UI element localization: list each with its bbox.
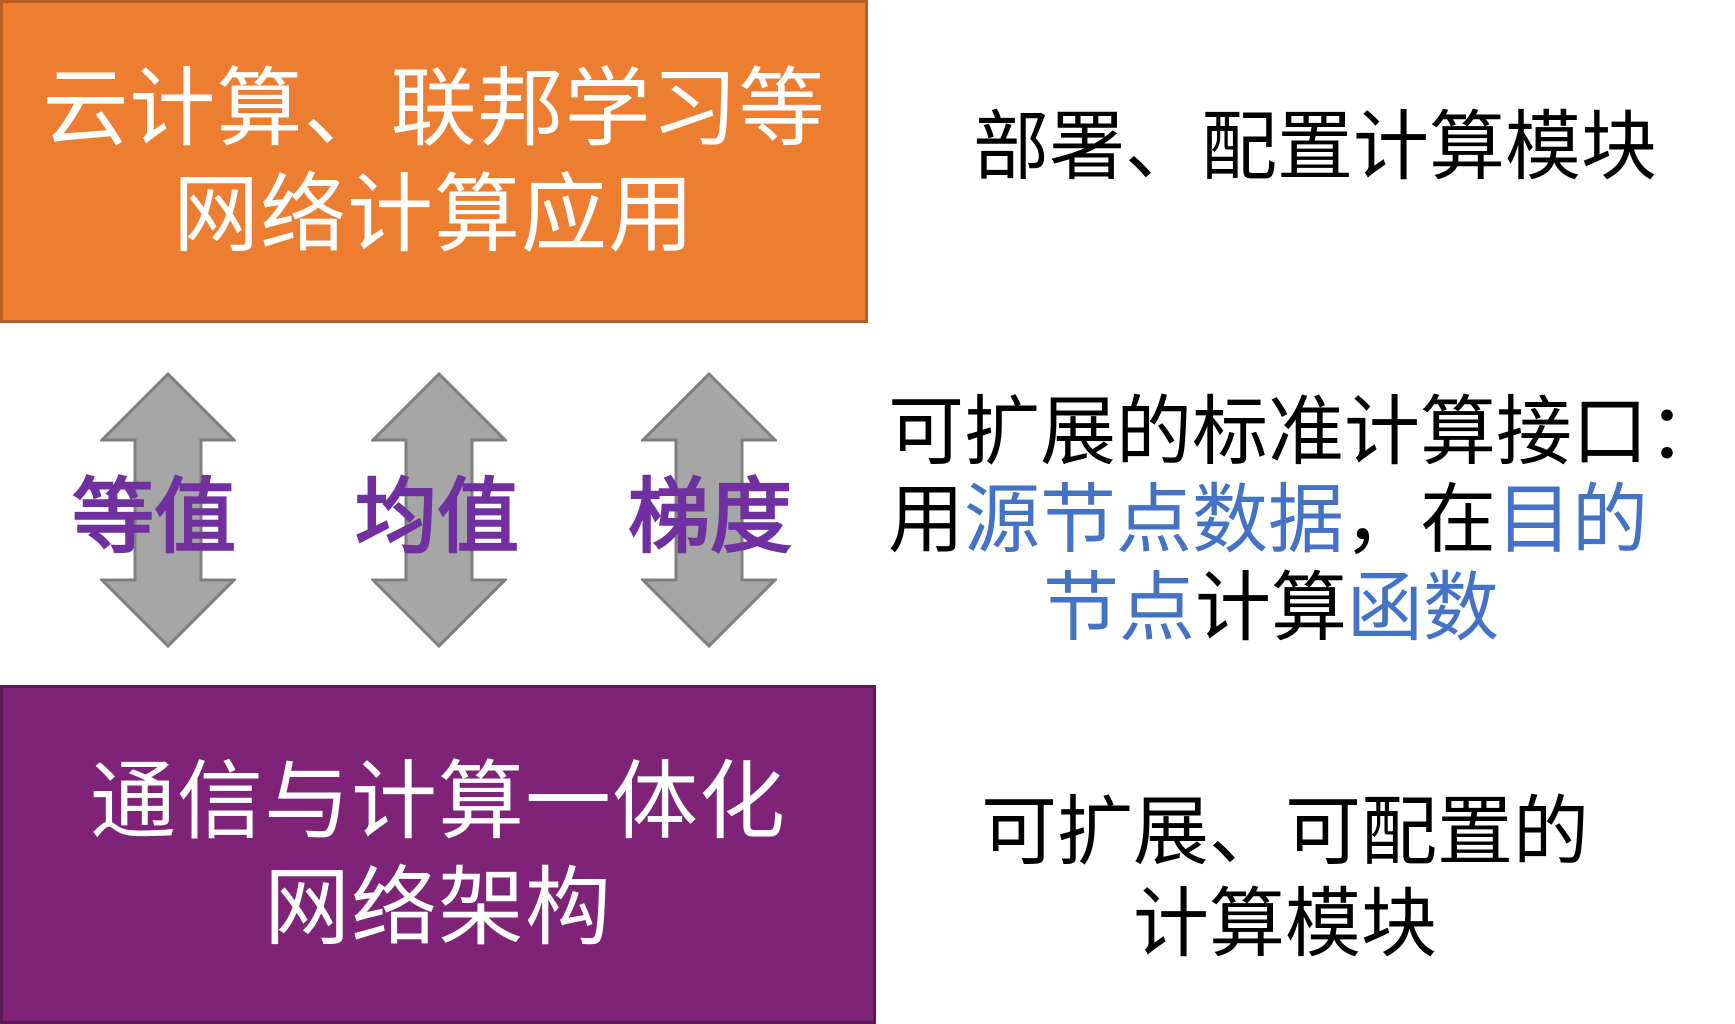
deploy-configure-description: 部署、配置计算模块: [973, 102, 1657, 191]
integrated-network-architecture-box: 通信与计算一体化 网络架构: [0, 685, 876, 1024]
interface-line-1: 可扩展的标准计算接口：: [888, 387, 1724, 476]
interface-line-3: 节点计算函数: [880, 564, 1730, 652]
highlight-node: 节点: [1043, 563, 1195, 652]
text-at: ，在: [1344, 475, 1496, 564]
highlight-destination: 目的: [1496, 475, 1648, 564]
bottom-box-line-1: 通信与计算一体化: [90, 751, 786, 852]
double-arrow-icon: [641, 372, 777, 648]
double-arrow-icon: [371, 372, 507, 648]
configurable-module-description: 可扩展、可配置的 计算模块: [900, 786, 1670, 970]
text-compute: 计算: [1195, 563, 1347, 652]
top-box-line-1: 云计算、联邦学习等: [42, 58, 826, 159]
text-use: 用: [888, 475, 964, 564]
module-line-1: 可扩展、可配置的: [981, 787, 1589, 876]
highlight-function: 函数: [1347, 563, 1499, 652]
highlight-source-node-data: 源节点数据: [964, 475, 1344, 564]
bottom-box-line-2: 网络架构: [264, 857, 612, 958]
module-line-2: 计算模块: [1133, 879, 1437, 968]
arrow-label-gradient: 梯度: [627, 470, 792, 565]
interface-line-2: 用源节点数据，在目的: [880, 476, 1730, 564]
compute-interface-description: 可扩展的标准计算接口： 用源节点数据，在目的 节点计算函数: [880, 388, 1730, 652]
arrow-label-mean: 均值: [354, 470, 519, 565]
network-computing-applications-box: 云计算、联邦学习等 网络计算应用: [0, 0, 868, 323]
top-box-line-2: 网络计算应用: [173, 164, 695, 265]
arrow-label-equal-value: 等值: [71, 470, 236, 565]
double-arrow-icon: [100, 372, 236, 648]
